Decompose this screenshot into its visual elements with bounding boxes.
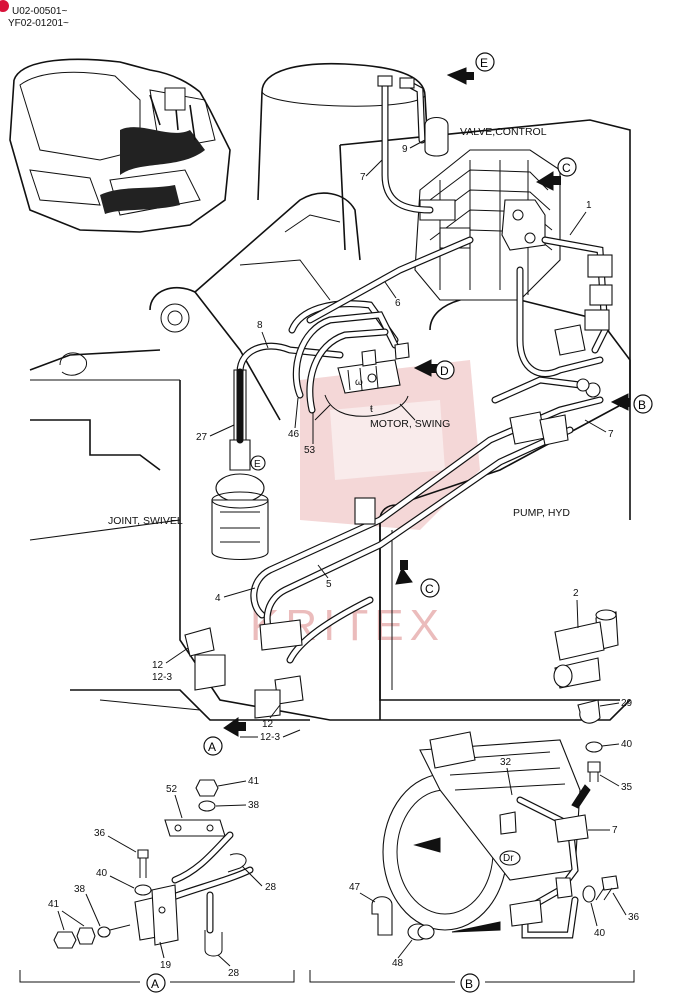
serial-header: U02-00501~ YF02-01201~ bbox=[0, 0, 69, 29]
callout-b: B bbox=[610, 393, 653, 414]
part-40b: 40 bbox=[621, 739, 633, 750]
motor-mark-2: ω bbox=[355, 377, 363, 388]
motor-mark: ŧ bbox=[370, 404, 373, 415]
part-36b: 36 bbox=[628, 912, 640, 923]
locator-highlight-piping bbox=[100, 87, 205, 214]
callout-a-label: A bbox=[208, 740, 216, 754]
swivel-joint: E bbox=[211, 369, 269, 560]
section-a-label: A bbox=[151, 977, 159, 991]
name-pump-hyd: PUMP, HYD bbox=[513, 507, 570, 519]
part-32: 32 bbox=[500, 757, 512, 768]
part-12-3a: 12-3 bbox=[152, 672, 172, 683]
part-40c: 40 bbox=[594, 928, 606, 939]
callout-a: A bbox=[203, 717, 246, 756]
callout-c-bottom-label: C bbox=[425, 582, 434, 596]
fitting-mark-dr: Dr bbox=[503, 853, 514, 864]
detail-b: B Dr bbox=[309, 588, 640, 993]
callout-d: D bbox=[413, 359, 455, 380]
part-38b: 38 bbox=[74, 884, 86, 895]
main-part-labels: 1 9 7 6 8 27 46 53 7 4 5 12 12-3 12 12-3 bbox=[152, 139, 614, 743]
section-b-label: B bbox=[465, 977, 473, 991]
part-47: 47 bbox=[349, 882, 361, 893]
part-48: 48 bbox=[392, 958, 404, 969]
callout-c-top: C bbox=[535, 157, 577, 191]
callout-e: E bbox=[446, 52, 495, 85]
part-38a: 38 bbox=[248, 800, 260, 811]
part-19: 19 bbox=[160, 960, 172, 971]
part-12b: 12 bbox=[262, 719, 274, 730]
part-5: 5 bbox=[326, 579, 332, 590]
fitting-mark-e: E bbox=[254, 459, 261, 470]
name-joint-swivel: JOINT, SWIVEL bbox=[108, 515, 183, 527]
part-53: 53 bbox=[304, 445, 316, 456]
page-badge bbox=[0, 0, 9, 12]
callout-c-top-label: C bbox=[562, 161, 571, 175]
callout-b-label: B bbox=[638, 398, 646, 412]
part-12-3b: 12-3 bbox=[260, 732, 280, 743]
part-7a: 7 bbox=[360, 172, 366, 183]
part-40a: 40 bbox=[96, 868, 108, 879]
serial-line-2: YF02-01201~ bbox=[8, 18, 69, 29]
name-motor-swing: MOTOR, SWING bbox=[370, 418, 450, 430]
watermark: KRITEX bbox=[250, 360, 480, 650]
locator-machine bbox=[9, 58, 231, 233]
part-28a: 28 bbox=[265, 882, 277, 893]
part-2: 2 bbox=[573, 588, 579, 599]
callout-d-label: D bbox=[440, 364, 449, 378]
part-4: 4 bbox=[215, 593, 221, 604]
part-6: 6 bbox=[395, 298, 401, 309]
fittings bbox=[184, 75, 613, 719]
part-9: 9 bbox=[402, 144, 408, 155]
part-28b: 28 bbox=[228, 968, 240, 979]
callout-c-bottom: C bbox=[395, 560, 440, 598]
part-12a: 12 bbox=[152, 660, 164, 671]
part-52: 52 bbox=[166, 784, 178, 795]
part-41a: 41 bbox=[248, 776, 260, 787]
serial-line-1: U02-00501~ bbox=[12, 6, 67, 17]
detail-a: A 52 41 38 3 bbox=[19, 776, 295, 993]
part-27: 27 bbox=[196, 432, 208, 443]
component-names: VALVE,CONTROL MOTOR, SWING JOINT, SWIVEL… bbox=[108, 126, 570, 527]
part-7c: 7 bbox=[612, 825, 618, 836]
view-callouts: E C D B C A bbox=[203, 52, 653, 756]
part-41b: 41 bbox=[48, 899, 60, 910]
part-8: 8 bbox=[257, 320, 263, 331]
part-46: 46 bbox=[288, 429, 300, 440]
name-valve-control: VALVE,CONTROL bbox=[460, 126, 547, 138]
part-29: 29 bbox=[621, 698, 633, 709]
control-valve-block bbox=[414, 149, 561, 301]
part-1: 1 bbox=[586, 200, 592, 211]
part-7b: 7 bbox=[608, 429, 614, 440]
callout-e-label: E bbox=[480, 56, 488, 70]
part-36a: 36 bbox=[94, 828, 106, 839]
part-35: 35 bbox=[621, 782, 633, 793]
